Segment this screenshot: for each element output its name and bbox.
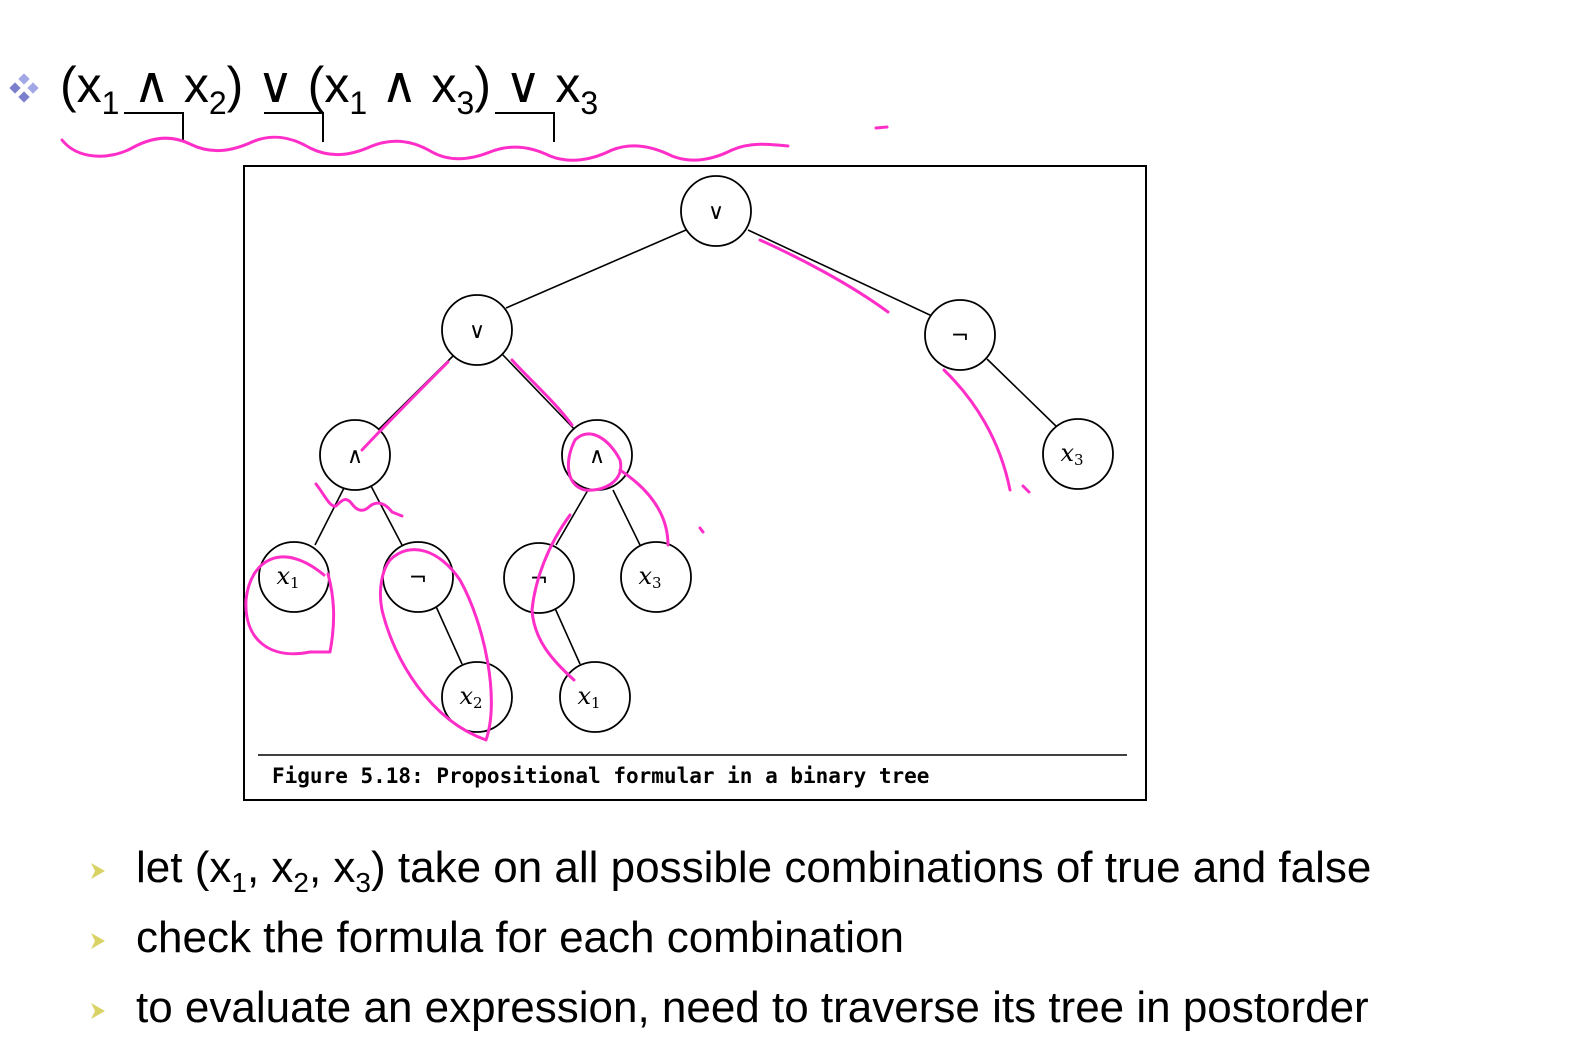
arrow-bullet-icon (91, 1003, 105, 1019)
pen-annotations (60, 125, 1031, 742)
label-not-right: ¬ (951, 324, 969, 349)
arrow-bullet-icon (91, 933, 105, 949)
label-root-or: ∨ (708, 200, 724, 225)
arrow-bullet-icon (91, 863, 105, 879)
tree-node-x2-leaf (441, 661, 513, 733)
bullet-item: let (x1, x2, x3) take on all possible co… (88, 838, 1568, 908)
bullet-list: let (x1, x2, x3) take on all possible co… (88, 838, 1568, 1048)
formula-line: (x1 ∧ x2) ∨ (x1 ∧ x3) ∨ x3 (0, 50, 900, 142)
tree-node-x1-lower (559, 661, 631, 733)
figure-frame (243, 165, 1147, 801)
svg-text:x1: x1 (577, 682, 600, 712)
label-and-left: ∧ (347, 444, 363, 469)
bullet-item: to evaluate an expression, need to trave… (88, 978, 1568, 1048)
tree-node-or (441, 294, 513, 366)
tree-node-x3-right (1042, 418, 1114, 490)
figure-caption: Figure 5.18: Propositional formular in a… (272, 764, 930, 788)
label-or: ∨ (469, 319, 485, 344)
bullet-text: to evaluate an expression, need to trave… (136, 983, 1369, 1032)
label-and-right: ∧ (589, 444, 605, 469)
svg-text:x3: x3 (638, 562, 661, 592)
tree-node-root-or (680, 175, 752, 247)
label-not-x2: ¬ (409, 566, 427, 591)
bullet-item: check the formula for each combination (88, 908, 1568, 978)
tree-node-not-right (924, 299, 996, 371)
svg-text:x1: x1 (276, 562, 299, 592)
tree-node-x3-mid (620, 541, 692, 613)
bullet-text: check the formula for each combination (136, 913, 904, 962)
svg-text:x3: x3 (1060, 439, 1083, 469)
bullet-text: let (x1, x2, x3) take on all possible co… (136, 843, 1372, 898)
diamond-bullet-icon (9, 73, 39, 103)
formula-text: (x1 ∧ x2) ∨ (x1 ∧ x3) ∨ x3 (60, 50, 598, 142)
svg-text:x2: x2 (459, 682, 482, 712)
